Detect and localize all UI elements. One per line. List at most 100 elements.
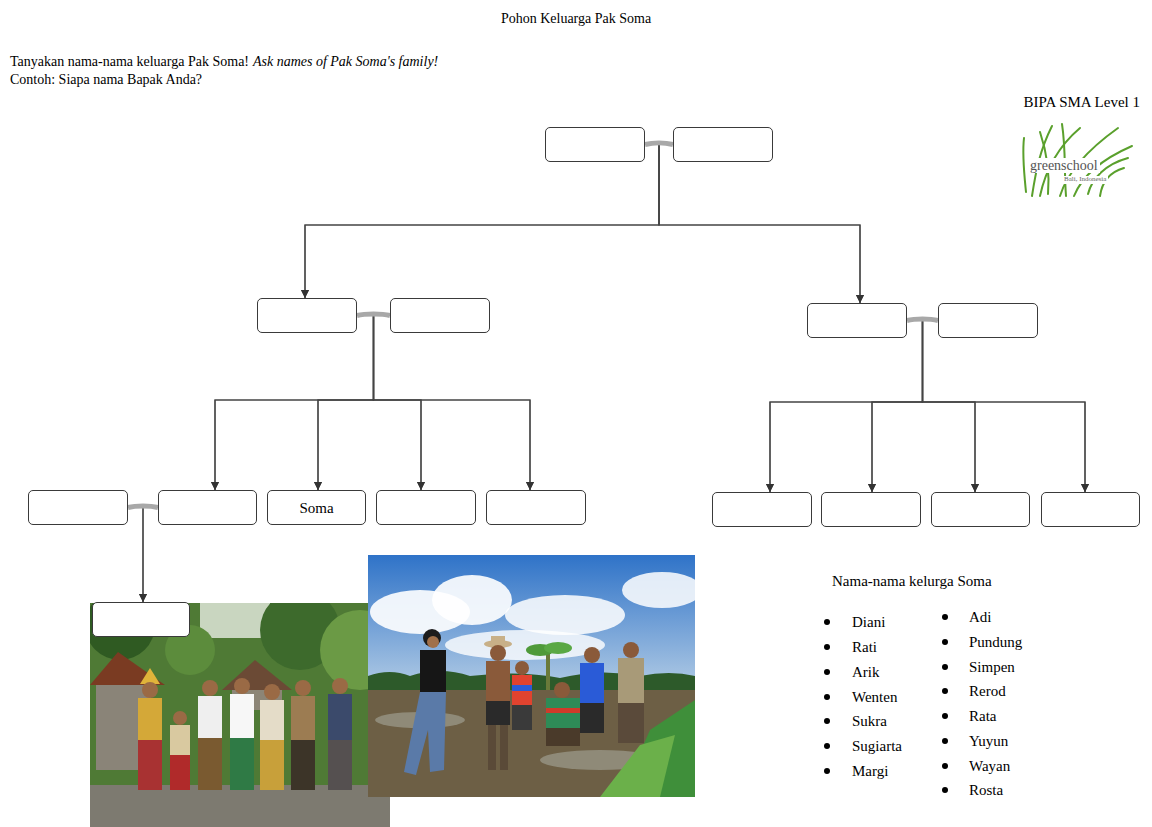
- bullet-dot: [942, 614, 948, 620]
- descent-arrow: [923, 321, 976, 493]
- person: [512, 705, 532, 730]
- name-list-item: Rerod: [969, 682, 1006, 700]
- shrine-roof: [90, 652, 165, 685]
- grass-blade: [1023, 138, 1026, 192]
- person: [546, 728, 580, 746]
- banana-leaf: [600, 735, 675, 797]
- family-box: [257, 298, 357, 333]
- person: [170, 755, 190, 790]
- headdress: [140, 668, 160, 684]
- papaya-leaf: [544, 642, 572, 654]
- person: [332, 678, 348, 694]
- spouse-link: [645, 143, 673, 145]
- descent-arrow: [357, 316, 530, 491]
- name-list-item: Diani: [852, 613, 885, 631]
- person: [500, 725, 508, 770]
- descent-arrow: [645, 145, 860, 304]
- person: [230, 694, 254, 738]
- person: [260, 740, 284, 790]
- descent-arrow: [770, 321, 923, 493]
- descent-arrow: [143, 508, 158, 603]
- person: [490, 645, 506, 661]
- bullet-dot: [942, 738, 948, 744]
- person: [202, 680, 218, 696]
- cloud: [622, 572, 695, 608]
- name-list-item: Pundung: [969, 633, 1022, 651]
- ground: [90, 785, 390, 827]
- family-box: [158, 490, 257, 525]
- bullet-dot: [942, 713, 948, 719]
- page-title: Pohon Keluarga Pak Soma: [0, 11, 1152, 28]
- name-list-item: Rati: [852, 638, 877, 656]
- person: [486, 661, 510, 701]
- descent-arrow: [907, 321, 1085, 493]
- family-box: [28, 490, 128, 525]
- name-list-item: Arik: [852, 663, 880, 681]
- bullet-dot: [824, 619, 830, 625]
- descent-arrow: [305, 145, 659, 299]
- person: [423, 629, 441, 647]
- note-text: Contoh: Siapa nama Bapak Anda?: [10, 72, 202, 89]
- person: [260, 700, 284, 740]
- bullet-dot: [824, 669, 830, 675]
- spouse-link: [357, 314, 390, 316]
- sky-patch: [200, 603, 270, 638]
- person: [427, 636, 439, 648]
- name-list-item: Sugiarta: [852, 737, 902, 755]
- person: [142, 682, 158, 698]
- person: [546, 708, 580, 713]
- descent-arrow: [318, 316, 390, 491]
- bullet-dot: [824, 768, 830, 774]
- family-box: [807, 303, 907, 338]
- family-photo: [90, 603, 390, 827]
- name-list-item: Simpen: [969, 658, 1015, 676]
- cloud: [432, 575, 512, 625]
- person: [328, 694, 352, 740]
- person: [486, 701, 510, 725]
- person: [198, 696, 222, 738]
- person: [170, 725, 190, 755]
- family-box: [486, 490, 586, 525]
- descent-arrow: [374, 316, 422, 491]
- family-box: Soma: [267, 490, 366, 525]
- person: [554, 682, 570, 698]
- descent-arrow: [872, 321, 923, 493]
- name-list-item: Wenten: [852, 688, 897, 706]
- person: [230, 738, 254, 790]
- person: [404, 692, 446, 775]
- cloud: [445, 630, 605, 660]
- name-list-item: Rata: [969, 707, 997, 725]
- person: [138, 740, 162, 790]
- name-list-item: Margi: [852, 762, 888, 780]
- person: [488, 725, 496, 770]
- person: [512, 675, 532, 705]
- family-box: [545, 127, 645, 162]
- person: [515, 661, 529, 675]
- bullet-dot: [942, 763, 948, 769]
- name-list-item: Wayan: [969, 757, 1010, 775]
- person: [618, 703, 644, 743]
- descent-arrow: [923, 321, 1086, 493]
- person: [138, 698, 162, 740]
- bullet-dot: [824, 718, 830, 724]
- note-text: Bali, Indonesia: [1062, 176, 1108, 184]
- family-box: [931, 492, 1030, 527]
- descent-arrow: [215, 316, 390, 491]
- person: [198, 738, 222, 790]
- spouse-link: [128, 506, 158, 508]
- name-list-item: Yuyun: [969, 732, 1008, 750]
- bullet-dot: [942, 688, 948, 694]
- bullet-dot: [942, 639, 948, 645]
- descent-arrow: [128, 508, 143, 603]
- descent-arrow: [907, 321, 975, 493]
- person: [580, 703, 604, 733]
- person: [234, 678, 250, 694]
- descent-arrow: [770, 321, 938, 493]
- bullet-dot: [824, 743, 830, 749]
- bullet-dot: [942, 664, 948, 670]
- person: [580, 663, 604, 703]
- bullet-dot: [942, 787, 948, 793]
- note-text: greenschool: [1028, 158, 1100, 173]
- descent-arrow: [215, 316, 374, 491]
- person: [173, 711, 187, 725]
